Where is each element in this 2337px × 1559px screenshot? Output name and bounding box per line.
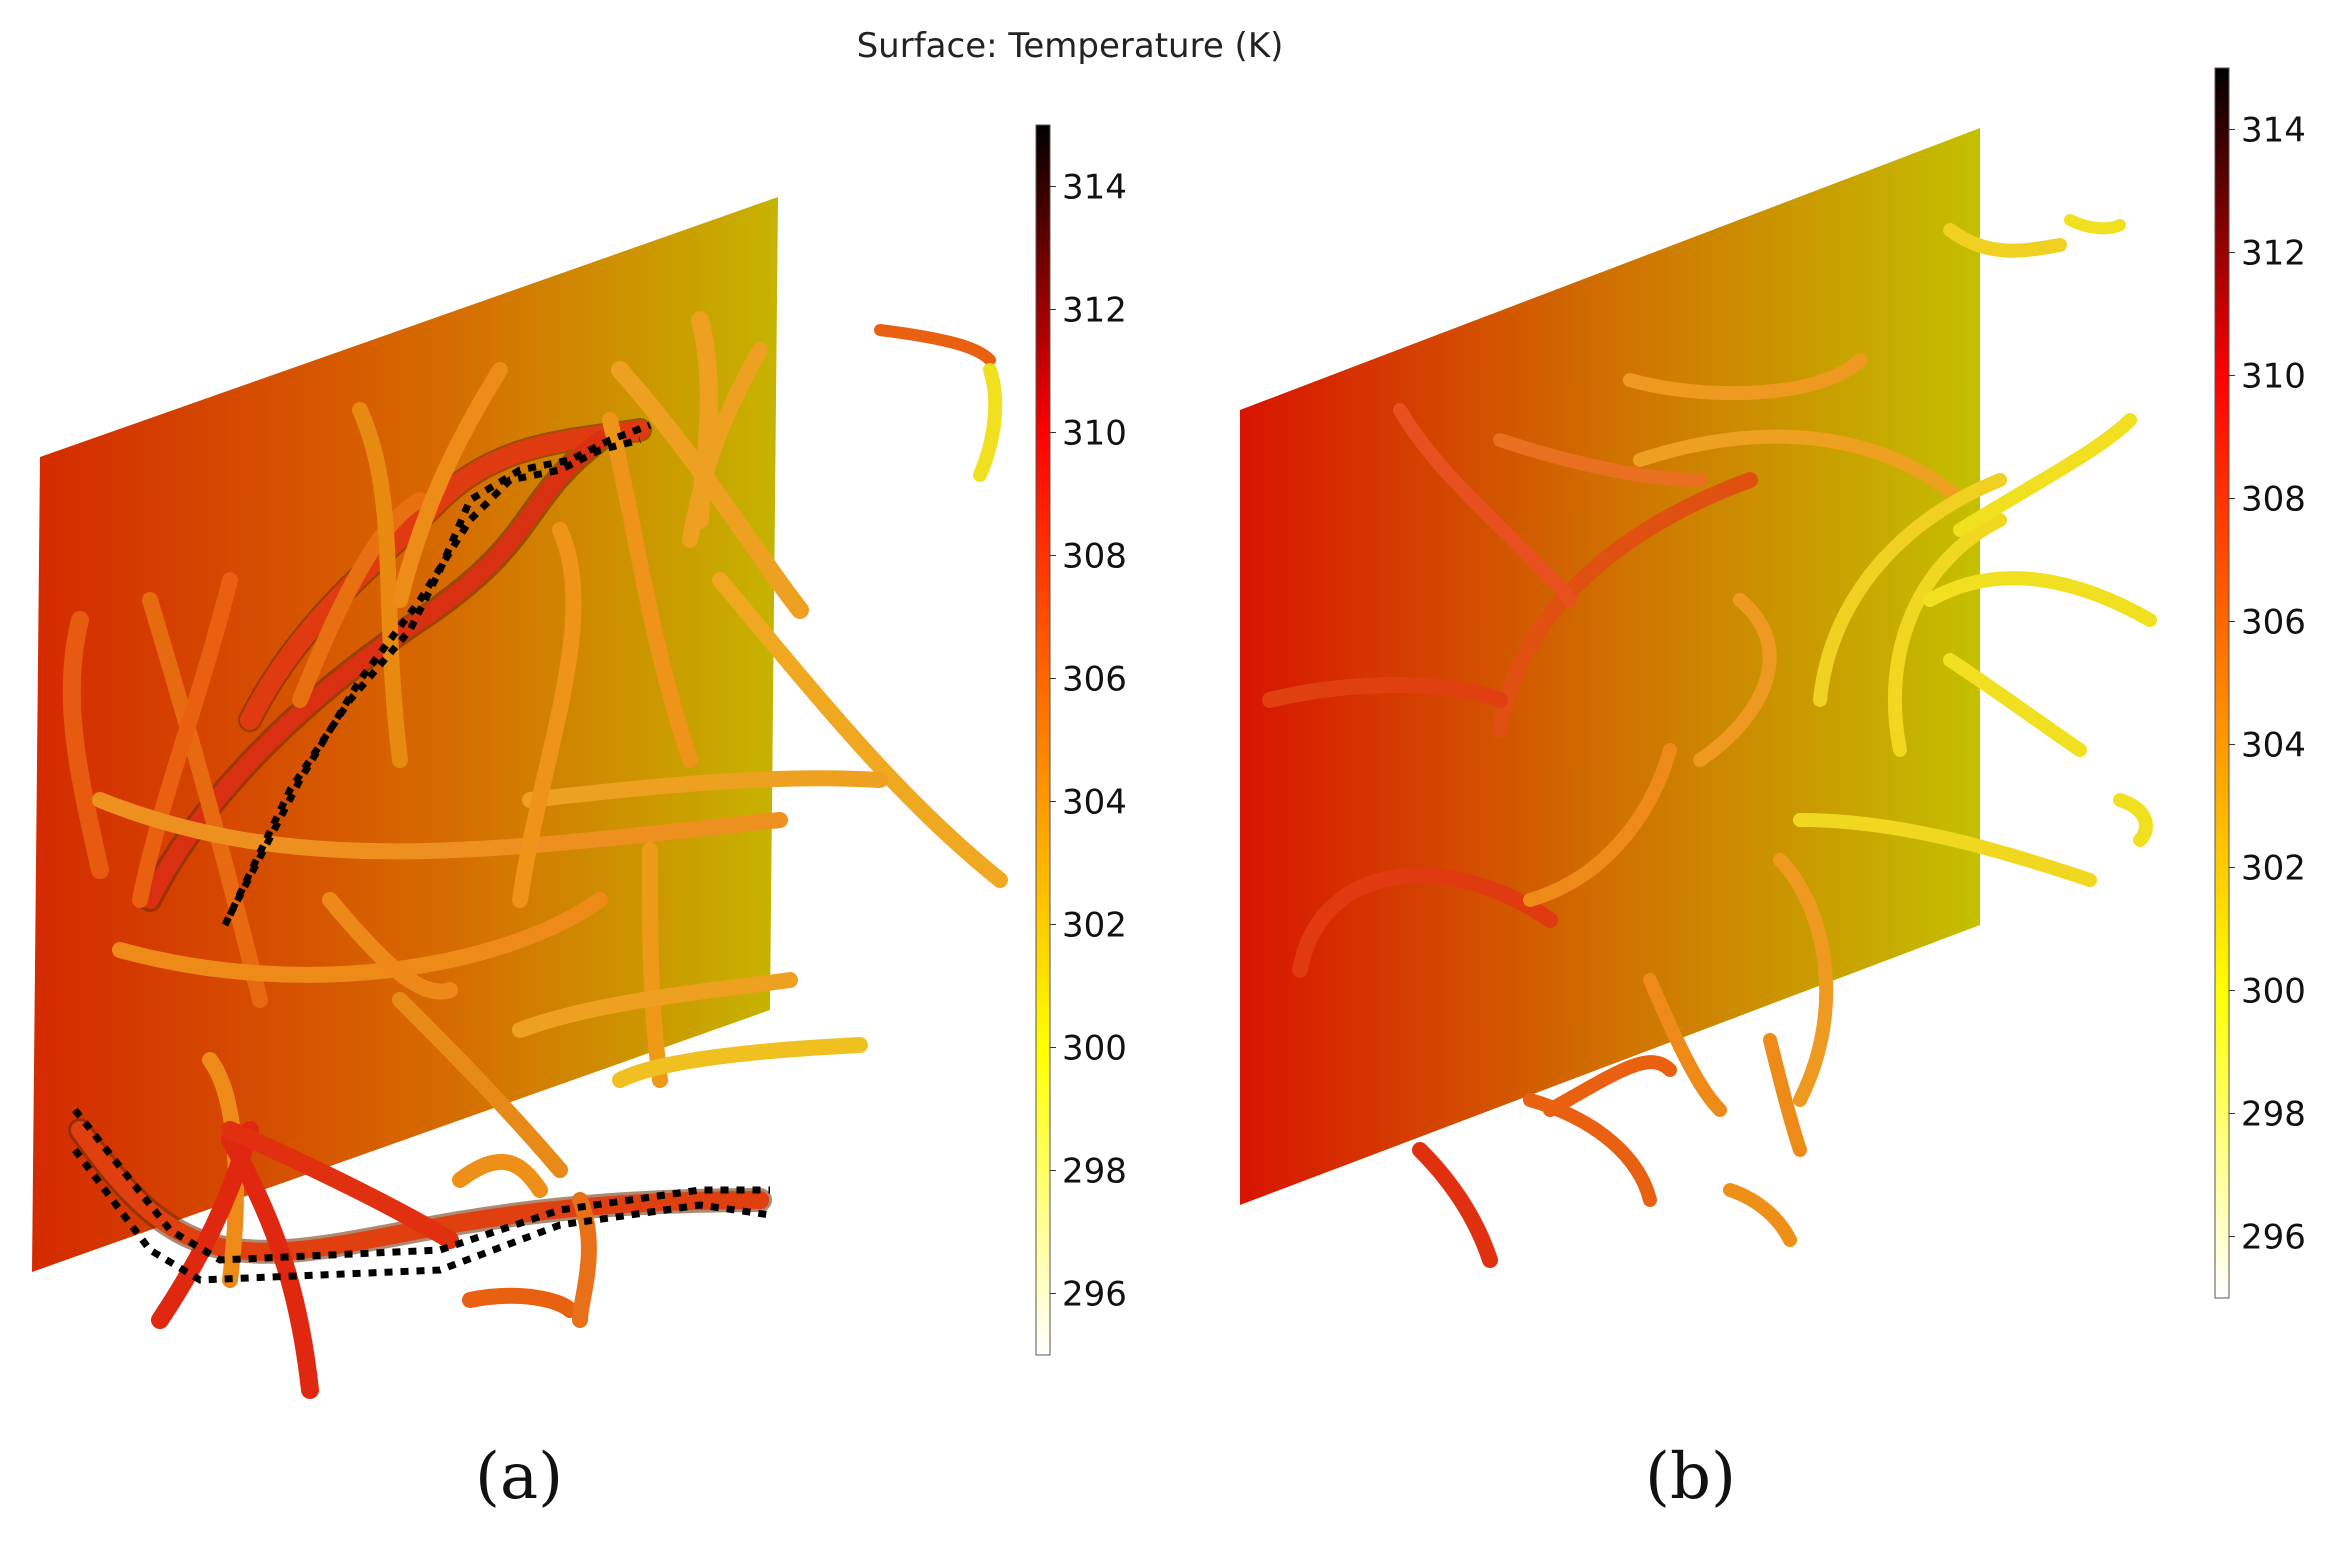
colorbar-b-tick-label: 300 — [2241, 972, 2306, 1012]
fiber — [602, 412, 698, 768]
fiber — [1492, 472, 1758, 738]
colorbar-a-tick-label: 314 — [1062, 168, 1127, 208]
fiber — [1923, 571, 2157, 627]
fiber — [1633, 429, 1967, 507]
fiber — [1493, 433, 1707, 487]
fiber — [1953, 413, 2137, 537]
fiber — [712, 572, 1008, 888]
fiber — [322, 892, 458, 1000]
fiber — [452, 1154, 548, 1198]
fiber — [612, 1037, 868, 1088]
colorbar-b-tick-label: 304 — [2241, 726, 2306, 766]
colorbar-a-tick-label: 296 — [1062, 1275, 1127, 1315]
fiber — [1623, 353, 1867, 401]
fiber — [522, 770, 888, 808]
colorbar-a-tick-label: 312 — [1062, 291, 1127, 331]
colorbar-a-gradient — [1035, 124, 1051, 1356]
colorbar-a-tick-label: 310 — [1062, 414, 1127, 454]
colorbar-b-tick-label: 308 — [2241, 480, 2306, 520]
fiber — [874, 324, 996, 366]
panel-b-fibers — [1262, 214, 2157, 1268]
fiber — [92, 792, 788, 860]
panel-label-b: (b) — [1645, 1440, 1736, 1514]
fiber — [392, 992, 568, 1178]
fiber — [1943, 223, 2067, 258]
colorbar-b-tick-label: 314 — [2241, 111, 2306, 151]
fiber — [642, 842, 668, 1088]
fiber — [512, 522, 582, 908]
panel-b — [1240, 128, 2157, 1268]
fiber — [392, 362, 508, 608]
fiber — [1643, 973, 1727, 1117]
fiber — [1543, 1055, 1677, 1117]
fiber — [292, 492, 428, 708]
fiber — [512, 972, 798, 1038]
plot-title: Surface: Temperature (K) — [856, 26, 1284, 66]
fiber — [1693, 593, 1777, 767]
colorbar-a-tick-label: 306 — [1062, 660, 1127, 700]
fiber — [611, 361, 809, 619]
fiber — [973, 363, 1003, 482]
colorbar-b-tick-label: 296 — [2241, 1218, 2306, 1258]
fiber — [142, 592, 268, 1008]
fiber — [132, 572, 238, 908]
colorbar-b-tick-label: 302 — [2241, 849, 2306, 889]
colorbar-a-tick-label: 302 — [1062, 906, 1127, 946]
fiber — [1773, 853, 1834, 1107]
fiber — [1523, 743, 1677, 907]
fiber — [2064, 214, 2126, 235]
fiber — [1393, 403, 1577, 607]
fiber — [1523, 1093, 1657, 1207]
fiber — [352, 402, 408, 768]
fiber — [1723, 1183, 1797, 1247]
panel-label-a: (a) — [475, 1440, 564, 1514]
colorbar-b-gradient — [2214, 67, 2230, 1299]
panel-b-temperature-plane — [1240, 128, 1980, 1205]
fiber — [2113, 793, 2153, 847]
fiber — [1813, 473, 2007, 707]
fiber — [1262, 677, 1508, 708]
fiber — [1292, 867, 1558, 978]
fiber — [1943, 653, 2087, 757]
fiber — [221, 1121, 459, 1249]
fiber — [62, 611, 109, 879]
fiber — [572, 1192, 597, 1328]
colorbar-b-tick-label: 312 — [2241, 234, 2306, 274]
fiber — [1793, 813, 2097, 887]
fiber — [462, 1287, 578, 1318]
highlight-outline — [72, 421, 771, 1284]
colorbar-a-tick-label: 304 — [1062, 783, 1127, 823]
fiber — [1412, 1142, 1498, 1268]
colorbar-b-tick-label: 310 — [2241, 357, 2306, 397]
colorbar-b: 314 312 310 308 306 304 302 300 298 296 — [2214, 67, 2306, 1299]
panel-a — [32, 197, 1008, 1399]
colorbar-a: 314 312 310 308 306 304 302 300 298 296 — [1035, 124, 1127, 1356]
colorbar-a-tick-label: 308 — [1062, 537, 1127, 577]
colorbar-a-tick-label: 298 — [1062, 1152, 1127, 1192]
fiber — [1887, 513, 2007, 757]
fiber — [682, 342, 768, 548]
colorbar-b-tick-label: 298 — [2241, 1095, 2306, 1135]
panel-a-fibers — [62, 311, 1008, 1399]
colorbar-b-tick-label: 306 — [2241, 603, 2306, 643]
colorbar-a-tick-label: 300 — [1062, 1029, 1127, 1069]
fiber — [221, 1131, 319, 1399]
fiber — [1763, 1033, 1807, 1157]
